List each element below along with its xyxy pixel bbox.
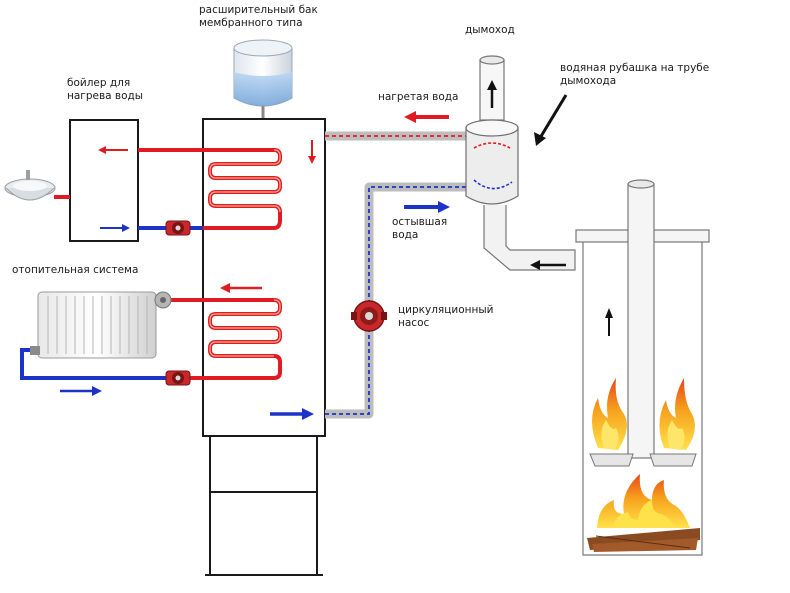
label-expansion-tank: расширительный бак мембранного типа bbox=[199, 4, 318, 29]
sink-icon bbox=[4, 170, 56, 201]
stove-body bbox=[575, 179, 710, 556]
firewood-fire-icon bbox=[587, 474, 700, 552]
label-circulation-pump: циркуляционный насос bbox=[398, 304, 494, 329]
water-boiler bbox=[69, 119, 139, 242]
storage-tank bbox=[202, 118, 326, 576]
label-heated-water: нагретая вода bbox=[378, 91, 459, 103]
radiator-icon bbox=[30, 291, 172, 359]
boiler-pump-icon bbox=[165, 220, 191, 236]
expansion-tank bbox=[233, 39, 293, 120]
flame-right-icon bbox=[659, 378, 695, 450]
circulation-pump-icon bbox=[351, 300, 387, 332]
heating-pump-icon bbox=[165, 370, 191, 386]
cold-pipe-radiator bbox=[20, 348, 180, 380]
lower-heat-exchanger-coil bbox=[180, 298, 282, 380]
label-heating-system: отопительная система bbox=[12, 264, 139, 276]
flow-arrows bbox=[60, 80, 613, 420]
upper-heat-exchanger-coil bbox=[203, 148, 282, 230]
label-cooled-water: остывшая вода bbox=[392, 216, 448, 241]
label-water-jacket: водяная рубашка на трубе дымохода bbox=[560, 62, 710, 87]
water-jacket bbox=[465, 119, 519, 205]
label-chimney: дымоход bbox=[465, 24, 515, 36]
chimney-pipe bbox=[479, 55, 576, 271]
label-boiler: бойлер для нагрева воды bbox=[67, 77, 144, 102]
flame-left-icon bbox=[592, 378, 627, 450]
